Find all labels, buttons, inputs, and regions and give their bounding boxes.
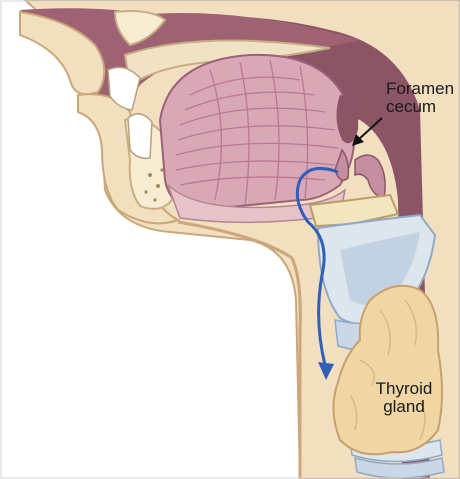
- foramen-cecum-label: Foramen cecum: [386, 80, 454, 116]
- thyroid-gland-label-line1: Thyroid: [367, 380, 441, 398]
- tongue: [160, 55, 354, 210]
- foramen-cecum-label-line1: Foramen: [386, 80, 454, 98]
- foramen-cecum-label-line2: cecum: [386, 98, 454, 116]
- thyroid-gland-label: Thyroid gland: [367, 380, 441, 416]
- lower-incisor: [128, 114, 152, 158]
- thyroid-gland-label-line2: gland: [367, 398, 441, 416]
